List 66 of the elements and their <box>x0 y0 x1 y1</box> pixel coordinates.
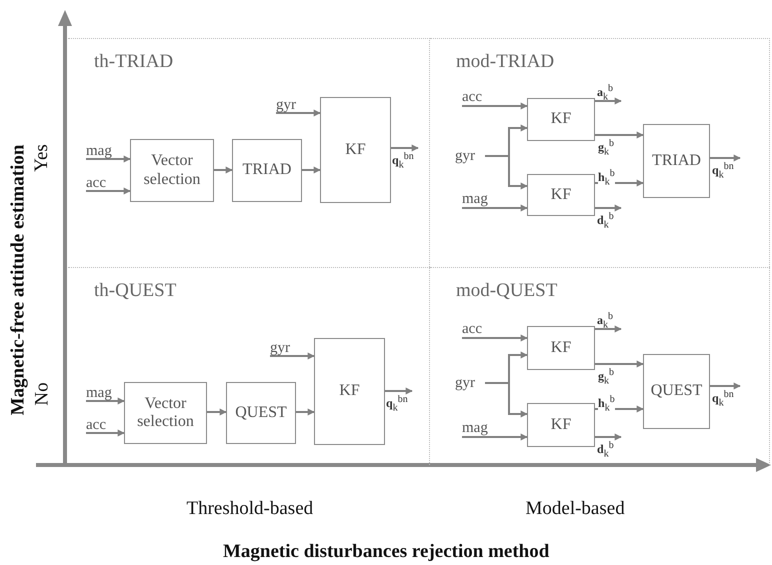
axis-tick-label: Threshold-based <box>186 498 314 520</box>
axis-title: Magnetic disturbances rejection method <box>223 541 550 563</box>
axis-tick-label: Yes <box>30 144 53 172</box>
arrow <box>595 180 644 186</box>
arrow <box>296 408 315 416</box>
process-block: TRIAD <box>643 124 710 198</box>
arrow <box>595 360 644 368</box>
process-block: KF <box>527 403 595 447</box>
arrow <box>462 102 528 110</box>
input-signal-label: acc <box>86 175 106 192</box>
process-block: KF <box>314 338 385 445</box>
arrow <box>595 204 622 212</box>
arrow <box>595 326 622 332</box>
quadrant-panel <box>430 38 770 267</box>
process-block: KF <box>527 174 595 216</box>
process-block: Vector selection <box>124 382 207 444</box>
axis-tick-label: No <box>31 382 54 406</box>
input-signal-label: mag <box>86 385 112 402</box>
arrow <box>462 434 528 440</box>
arrow <box>86 156 131 162</box>
input-signal-label: acc <box>86 417 106 434</box>
process-block: KF <box>527 326 595 370</box>
process-block: KF <box>320 97 391 203</box>
arrow <box>86 398 125 404</box>
arrow <box>462 204 528 212</box>
panel-title: mod-QUEST <box>456 280 558 302</box>
arrow <box>214 166 233 174</box>
arrow <box>710 154 741 162</box>
quadrant-panel <box>430 267 770 465</box>
arrow <box>485 155 528 190</box>
process-block: QUEST <box>226 382 296 444</box>
panel-title: th-TRIAD <box>94 51 174 73</box>
input-signal-label: mag <box>462 191 488 209</box>
arrow <box>595 434 622 440</box>
panel-title: th-QUEST <box>94 280 176 302</box>
quadrant-panel <box>68 267 430 465</box>
input-signal-label: gyr <box>455 148 475 166</box>
arrow <box>595 98 622 104</box>
arrow <box>595 406 644 412</box>
arrow <box>86 430 125 436</box>
process-block: Vector selection <box>130 139 214 202</box>
input-signal-label: gyr <box>270 340 290 357</box>
input-signal-label: mag <box>86 143 112 160</box>
input-signal-label: acc <box>462 321 482 339</box>
axis-tick-label: Model-based <box>526 498 625 520</box>
arrow <box>710 382 741 390</box>
input-signal-label: acc <box>462 89 482 107</box>
process-block: TRIAD <box>232 139 302 202</box>
process-block: KF <box>527 98 595 141</box>
arrow <box>595 132 644 138</box>
input-signal-label: gyr <box>455 375 475 393</box>
arrow <box>207 408 227 416</box>
arrow <box>302 166 321 174</box>
arrow <box>462 334 528 342</box>
arrow <box>270 352 315 360</box>
arrow <box>391 144 419 152</box>
quadrant-panel <box>68 38 430 267</box>
arrow <box>276 110 321 116</box>
input-signal-label: gyr <box>276 97 296 114</box>
axis-title: Magnetic-free attitude estimation <box>6 144 29 416</box>
process-block: QUEST <box>643 354 710 429</box>
input-signal-label: mag <box>462 420 488 438</box>
arrow <box>485 382 528 418</box>
arrow <box>385 388 413 394</box>
panel-title: mod-TRIAD <box>456 51 554 73</box>
arrow <box>86 188 131 194</box>
